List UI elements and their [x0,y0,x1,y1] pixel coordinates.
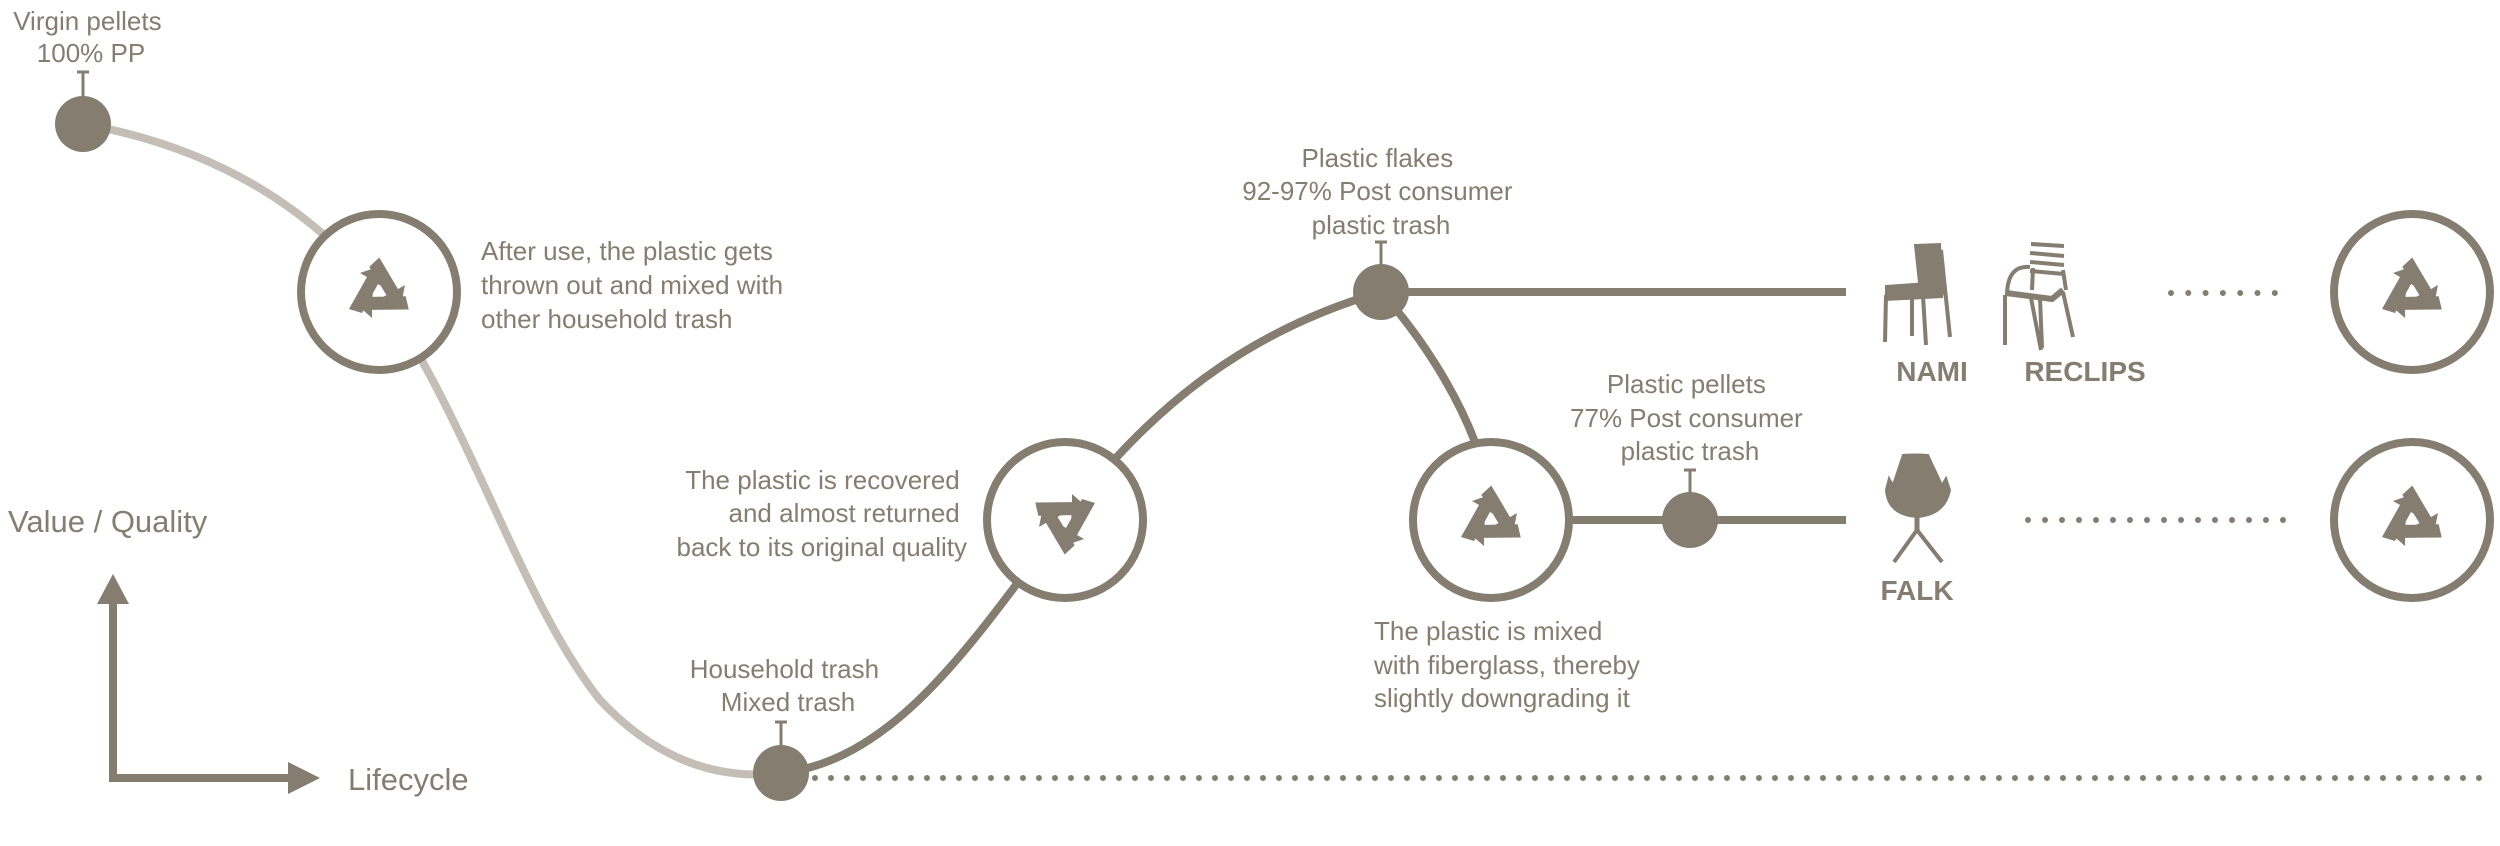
product-label-reclips: RECLIPS [2024,356,2145,387]
fiberglass-description: The plastic is mixed with fiberglass, th… [1373,616,1647,713]
product-label-nami: NAMI [1896,356,1968,387]
virgin-pellets-label: Virgin pellets 100% PP [13,6,169,68]
household-node [753,720,809,801]
y-axis-arrow-icon [97,574,129,604]
product-label-falk: FALK [1880,575,1953,606]
recovered-description: The plastic is recovered and almost retu… [677,465,967,562]
x-axis-arrow-icon [288,762,320,794]
x-axis-label: Lifecycle [348,762,469,797]
swivel-chair-icon [1884,453,1952,564]
recycle-step-recovered [983,438,1147,602]
household-trash-label: Household trash Mixed trash [690,654,887,717]
recycle-step-after-use [297,210,461,374]
y-axis-label: Value / Quality [8,504,208,539]
recycle-end-top [2330,210,2494,374]
plastic-flakes-label: Plastic flakes 92-97% Post consumer plas… [1242,143,1519,240]
flakes-node [1353,240,1409,320]
pellets-node [1662,468,1718,548]
virgin-node [55,70,111,152]
recycle-end-bottom [2330,438,2494,602]
virgin-to-household-curve [82,120,782,779]
plastic-pellets-label: Plastic pellets 77% Post consumer plasti… [1570,369,1810,466]
after-use-description: After use, the plastic gets thrown out a… [481,236,790,334]
recycle-step-fiberglass [1409,438,1573,602]
chair-icon [1883,242,1952,346]
axes [97,574,320,794]
armchair-icon [2003,242,2075,351]
